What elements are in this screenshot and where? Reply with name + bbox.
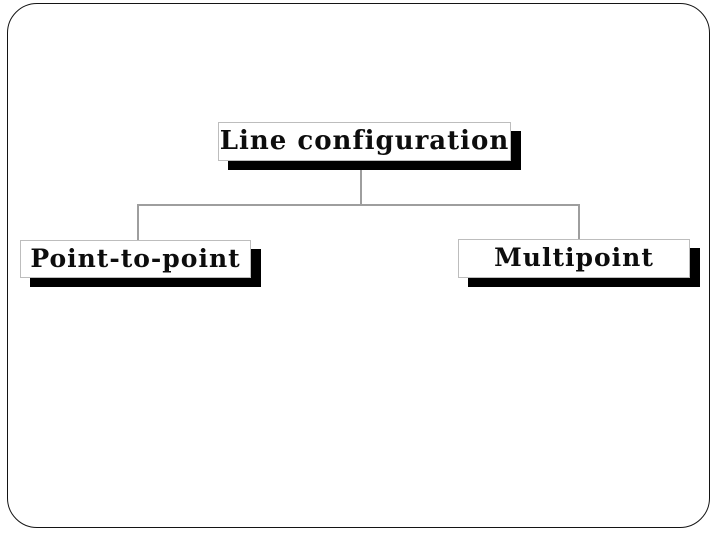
node-point-to-point-label: Point-to-point	[30, 243, 241, 273]
node-multipoint: Multipoint	[458, 239, 690, 278]
node-point-to-point: Point-to-point	[20, 240, 251, 278]
node-line-configuration-label: Line configuration	[219, 125, 510, 156]
connector-root-stem	[360, 169, 362, 206]
node-multipoint-label: Multipoint	[494, 243, 654, 272]
connector-left-stem	[137, 204, 139, 241]
node-line-configuration: Line configuration	[218, 122, 511, 161]
connector-horizontal	[137, 204, 580, 206]
connector-right-stem	[578, 204, 580, 240]
